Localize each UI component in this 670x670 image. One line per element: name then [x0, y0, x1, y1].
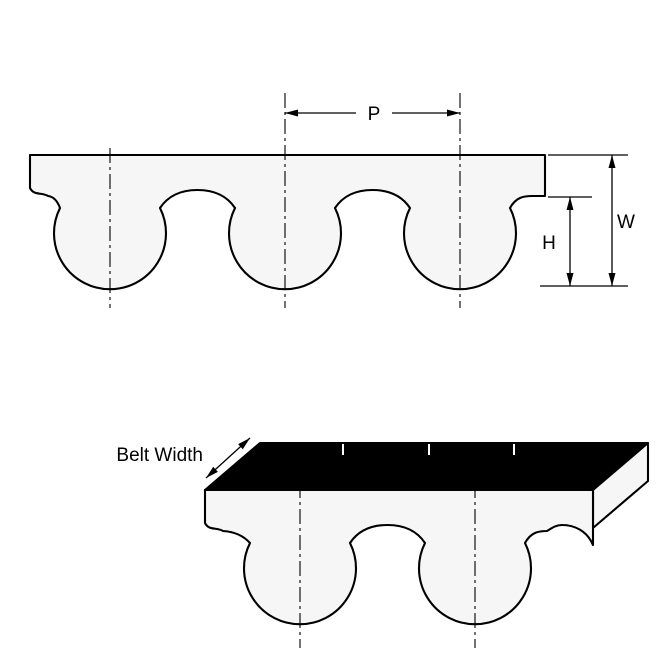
tooth-height-label: H [542, 233, 556, 254]
belt-width-arrowhead-upper [238, 438, 250, 450]
belt-top-face [203, 441, 650, 492]
belt-profile-outline [28, 153, 547, 291]
h-arrowhead-top [566, 197, 574, 210]
belt-width-label: Belt Width [116, 445, 203, 466]
overall-depth-dimension: W [540, 154, 635, 287]
pitch-arrowhead-right [447, 109, 460, 117]
belt-front-face [203, 488, 595, 626]
w-arrowhead-top [608, 155, 616, 168]
pitch-label: P [368, 104, 381, 125]
profile-section-view: P W H [28, 93, 635, 308]
pitch-dimension: P [285, 104, 460, 125]
tooth-height-dimension: H [542, 196, 592, 286]
overall-depth-label: W [617, 212, 635, 233]
belt-width-callout: Belt Width [116, 437, 251, 479]
h-arrowhead-bottom [566, 273, 574, 286]
w-arrowhead-bottom [608, 273, 616, 286]
belt-width-arrowhead-lower [206, 466, 218, 478]
pitch-arrowhead-left [285, 109, 298, 117]
isometric-belt-view: Belt Width [116, 437, 650, 648]
